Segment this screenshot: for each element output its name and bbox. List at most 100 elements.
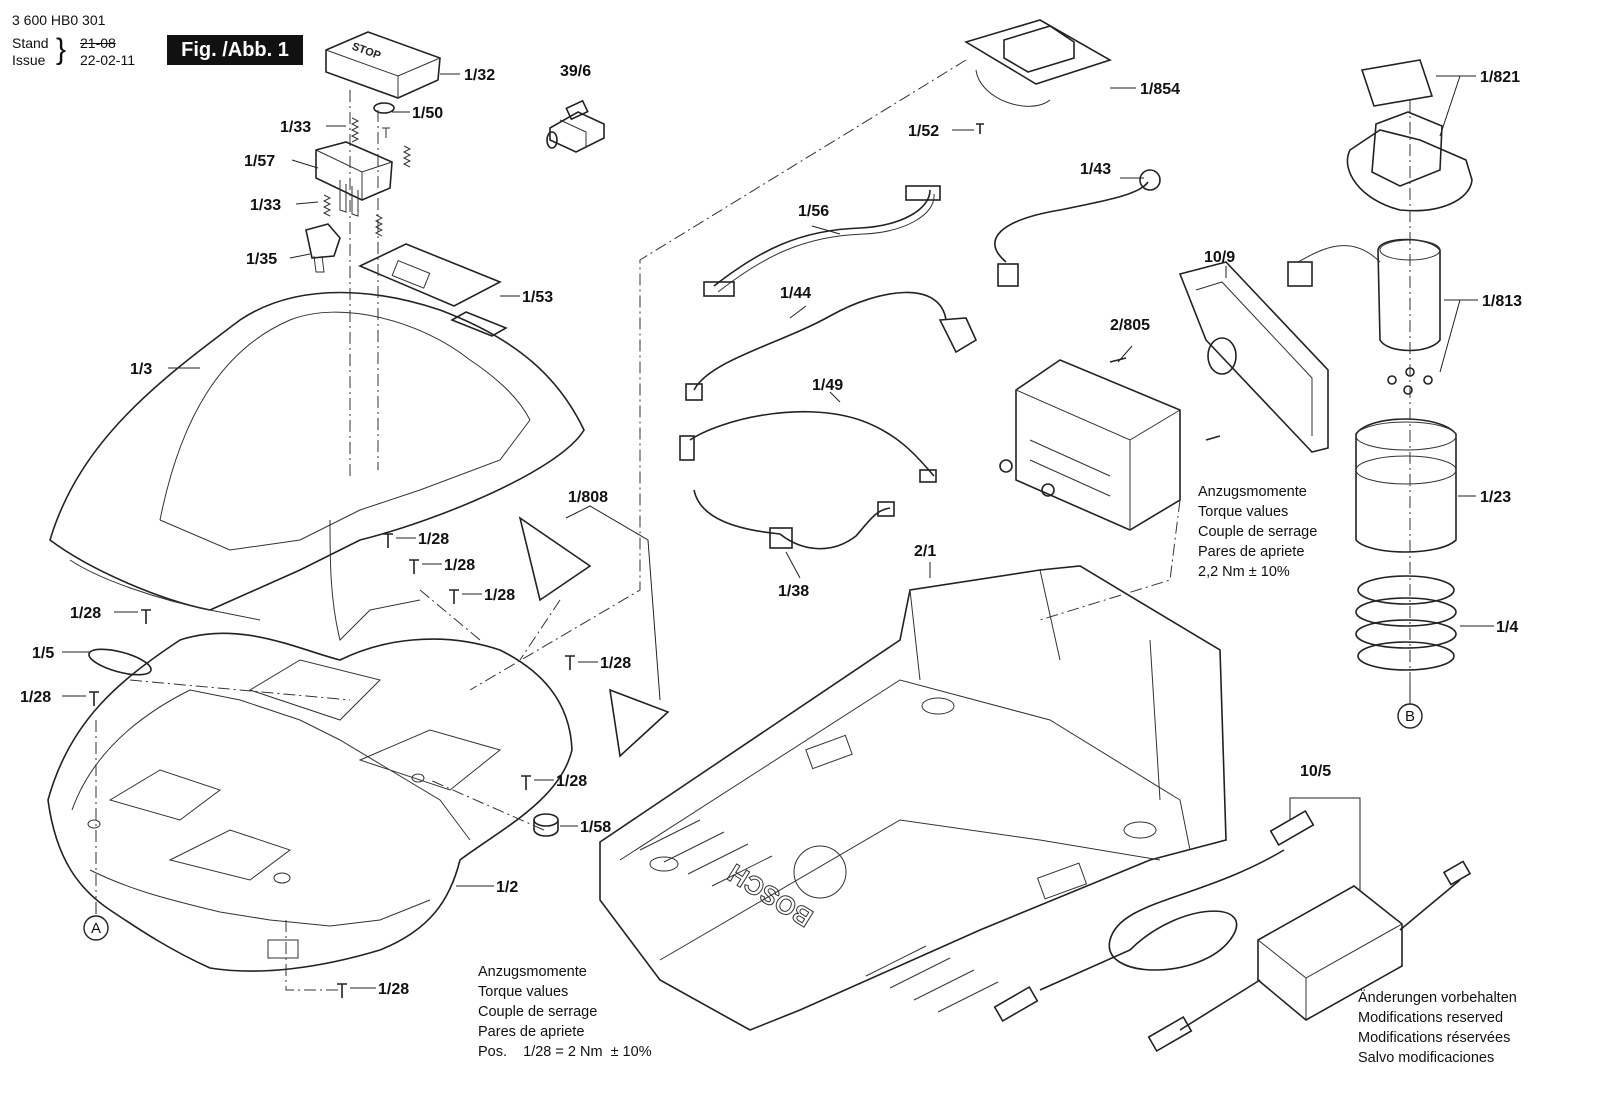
issue-date: 22-02-11	[80, 52, 136, 68]
part-housing-1-23	[1355, 418, 1457, 553]
part-switch	[305, 223, 341, 273]
part-cable-1-44	[693, 291, 947, 391]
part-label: 1/52	[908, 123, 939, 140]
part-screw-2-805-b	[1205, 435, 1221, 441]
part-label: 1/49	[812, 377, 843, 394]
part-label: 1/5	[32, 645, 54, 662]
torque-note-line: Couple de serrage	[1198, 524, 1318, 540]
modifications-line: Salvo modificaciones	[1358, 1050, 1495, 1066]
part-label: 1/28	[378, 981, 409, 998]
part-label: 1/53	[522, 289, 553, 306]
part-label: 1/808	[568, 489, 608, 506]
torque-note-right: Anzugsmomente Torque values Couple de se…	[1198, 482, 1317, 582]
part-label: 1/35	[246, 251, 277, 268]
part-oval-seal	[88, 648, 152, 676]
part-cable-1-43-plug	[997, 263, 1019, 287]
figure-title: Fig. /Abb. 1	[167, 35, 303, 65]
part-battery-module	[964, 19, 1112, 107]
part-labels: 1/32 1/50 1/33 1/57 1/33 1/35 1/53 39/6 …	[20, 63, 1522, 998]
part-screw-2-805-a	[1109, 357, 1127, 363]
torque-note-left: Anzugsmomente Torque values Couple de se…	[478, 962, 652, 1062]
part-motor-1-813	[1287, 238, 1441, 395]
part-label: 1/28	[556, 773, 587, 790]
part-springs	[322, 117, 412, 237]
torque-note-line: Anzugsmomente	[1198, 484, 1307, 500]
part-chassis-2-1: BOSCH	[599, 565, 1227, 1031]
reference-marker-a: A	[83, 915, 109, 941]
part-cover-1-821	[1346, 59, 1473, 212]
part-screws-1-28	[89, 533, 575, 998]
part-cable-1-38	[693, 489, 891, 550]
part-screw-1-52	[976, 123, 984, 134]
part-plate-10-9	[1178, 261, 1329, 453]
part-label: 1/33	[250, 197, 281, 214]
brace-glyph: }	[56, 33, 67, 66]
modifications-line: Modifications reserved	[1358, 1010, 1504, 1026]
torque-note-line: 2,2 Nm ± 10%	[1198, 564, 1290, 580]
part-label: 2/1	[914, 543, 936, 560]
part-label: 1/28	[484, 587, 515, 604]
part-display-foil	[358, 243, 508, 337]
part-cable-1-56	[713, 189, 931, 287]
svg-text:STOP: STOP	[350, 41, 382, 62]
part-label: 10/5	[1300, 763, 1331, 780]
modifications-line: Änderungen vorbehalten	[1358, 990, 1517, 1006]
svg-text:B: B	[1405, 708, 1415, 725]
assembly-lines	[95, 59, 1411, 991]
part-top-cover	[49, 291, 585, 641]
part-label: 1/38	[778, 583, 809, 600]
part-cable-1-44-plug	[685, 383, 703, 401]
part-cable-1-56-plug	[703, 281, 735, 297]
torque-note-line: Torque values	[478, 984, 569, 1000]
part-cable-1-38-plug	[877, 501, 895, 517]
part-label: 1/28	[600, 655, 631, 672]
part-label: 1/28	[418, 531, 449, 548]
modifications-note: Änderungen vorbehalten Modifications res…	[1358, 988, 1517, 1068]
svg-text:A: A	[91, 920, 101, 937]
torque-note-line: Anzugsmomente	[478, 964, 587, 980]
part-body-shell	[47, 632, 573, 972]
part-cable-1-43-sensor	[1139, 169, 1161, 191]
part-label: 1/3	[130, 361, 152, 378]
leader-lines	[62, 73, 1494, 989]
part-label: 1/28	[70, 605, 101, 622]
part-label: 1/28	[20, 689, 51, 706]
part-label: 1/23	[1480, 489, 1511, 506]
part-knob	[533, 813, 559, 837]
reference-marker-b: B	[1397, 703, 1423, 729]
part-cable-1-49-plug	[679, 435, 695, 461]
part-cable-1-56-socket	[905, 185, 941, 201]
modifications-line: Modifications réservées	[1358, 1030, 1511, 1046]
part-label: 2/805	[1110, 317, 1150, 334]
part-electronics-2-805	[999, 359, 1181, 531]
part-label: 1/43	[1080, 161, 1111, 178]
part-connector-39-6	[546, 99, 605, 153]
part-label: 1/33	[280, 119, 311, 136]
part-washer	[373, 102, 395, 114]
torque-note-line: Torque values	[1198, 504, 1289, 520]
part-label: 39/6	[560, 63, 591, 80]
part-stop-cap: STOP	[325, 31, 441, 99]
part-label: 1/821	[1480, 69, 1520, 86]
document-number: 3 600 HB0 301	[12, 12, 106, 28]
stand-label: Stand	[12, 35, 49, 51]
part-cable-1-38-switch	[769, 527, 793, 549]
part-label: 1/4	[1496, 619, 1518, 636]
svg-text:BOSCH: BOSCH	[722, 858, 818, 933]
part-label: 1/28	[444, 557, 475, 574]
issue-label: Issue	[12, 52, 46, 68]
part-label: 1/56	[798, 203, 829, 220]
part-cable-1-49	[689, 410, 935, 477]
part-label: 1/57	[244, 153, 275, 170]
part-label: 1/813	[1482, 293, 1522, 310]
part-power-supply-10-5	[993, 809, 1472, 1053]
part-label: 1/2	[496, 879, 518, 896]
part-cable-1-49-socket	[919, 469, 937, 483]
part-small-screw	[382, 127, 390, 138]
part-label: 1/32	[464, 67, 495, 84]
part-label: 1/50	[412, 105, 443, 122]
torque-note-line: Pares de apriete	[1198, 544, 1305, 560]
part-foils	[518, 516, 670, 758]
part-cable-1-44-sensor	[938, 317, 978, 354]
